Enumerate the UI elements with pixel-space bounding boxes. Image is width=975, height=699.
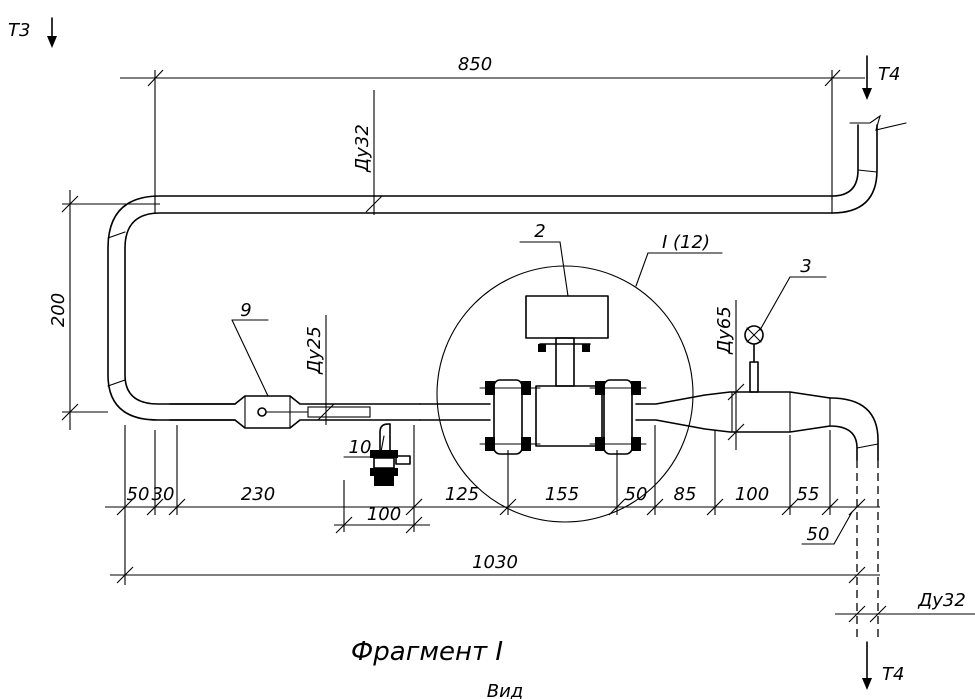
- flow-t4-bottom: Т4: [862, 641, 904, 690]
- svg-text:50: 50: [807, 524, 830, 545]
- dim-total: 1030: [110, 552, 880, 584]
- lower-pipe: [169, 391, 879, 461]
- callout-9: 9: [231, 300, 269, 397]
- detail-circle: [436, 265, 694, 523]
- svg-text:Ду25: Ду25: [304, 326, 325, 375]
- dim-100-valve: 100: [367, 504, 401, 525]
- dim-50-a: 50: [127, 484, 150, 505]
- dim-30: 30: [152, 484, 175, 505]
- dim-85: 85: [674, 484, 697, 505]
- dim-230: 230: [241, 484, 275, 505]
- svg-text:10: 10: [349, 437, 372, 458]
- svg-text:2: 2: [534, 221, 545, 242]
- svg-text:3: 3: [800, 256, 811, 277]
- label-du32-upper: Ду32: [352, 90, 383, 215]
- dim-200: 200: [48, 293, 69, 327]
- upper-right-bend: [831, 114, 907, 214]
- drain-valve: [370, 423, 411, 486]
- flow-t3: Т3: [8, 17, 57, 48]
- dim-55: 55: [797, 484, 820, 505]
- thermometer: [744, 325, 764, 393]
- callout-10: 10: [343, 435, 385, 458]
- callout-2: 2: [519, 221, 569, 297]
- dim-1030: 1030: [472, 552, 518, 573]
- dim-100: 100: [735, 484, 769, 505]
- svg-text:Ду32: Ду32: [352, 124, 373, 173]
- svg-text:Ду32: Ду32: [917, 590, 966, 611]
- svg-text:Т4: Т4: [882, 664, 904, 685]
- flow-t4-top: Т4: [862, 55, 900, 100]
- callout-3: 3: [759, 256, 827, 331]
- svg-text:Т3: Т3: [8, 20, 30, 41]
- dim-top: 850: [120, 54, 865, 200]
- callout-detail: I (12): [635, 232, 723, 287]
- dim-valve: 100: [334, 504, 430, 534]
- label-du32-outlet: Ду32: [835, 590, 975, 623]
- dim-outlet-50: 50: [801, 511, 853, 545]
- label-du65: Ду65: [714, 300, 745, 450]
- outlet-pipe-dashed: [856, 460, 879, 640]
- svg-text:I (12): I (12): [662, 232, 710, 253]
- svg-text:Ду65: Ду65: [714, 306, 735, 355]
- dim-50-b: 50: [625, 484, 648, 505]
- dim-125: 125: [445, 484, 479, 505]
- svg-text:9: 9: [240, 300, 251, 321]
- dim-left: 200: [48, 190, 160, 430]
- label-du25: Ду25: [304, 315, 335, 425]
- caption: Фрагмент I: [351, 637, 503, 667]
- flowmeter: [479, 295, 647, 455]
- dim-chain: 50 30 230 125 155 50 85 100 55: [105, 425, 880, 585]
- dim-155: 155: [545, 484, 579, 505]
- caption-bottom: Вид: [487, 681, 524, 699]
- svg-text:Т4: Т4: [878, 64, 900, 85]
- dim-850: 850: [458, 54, 492, 75]
